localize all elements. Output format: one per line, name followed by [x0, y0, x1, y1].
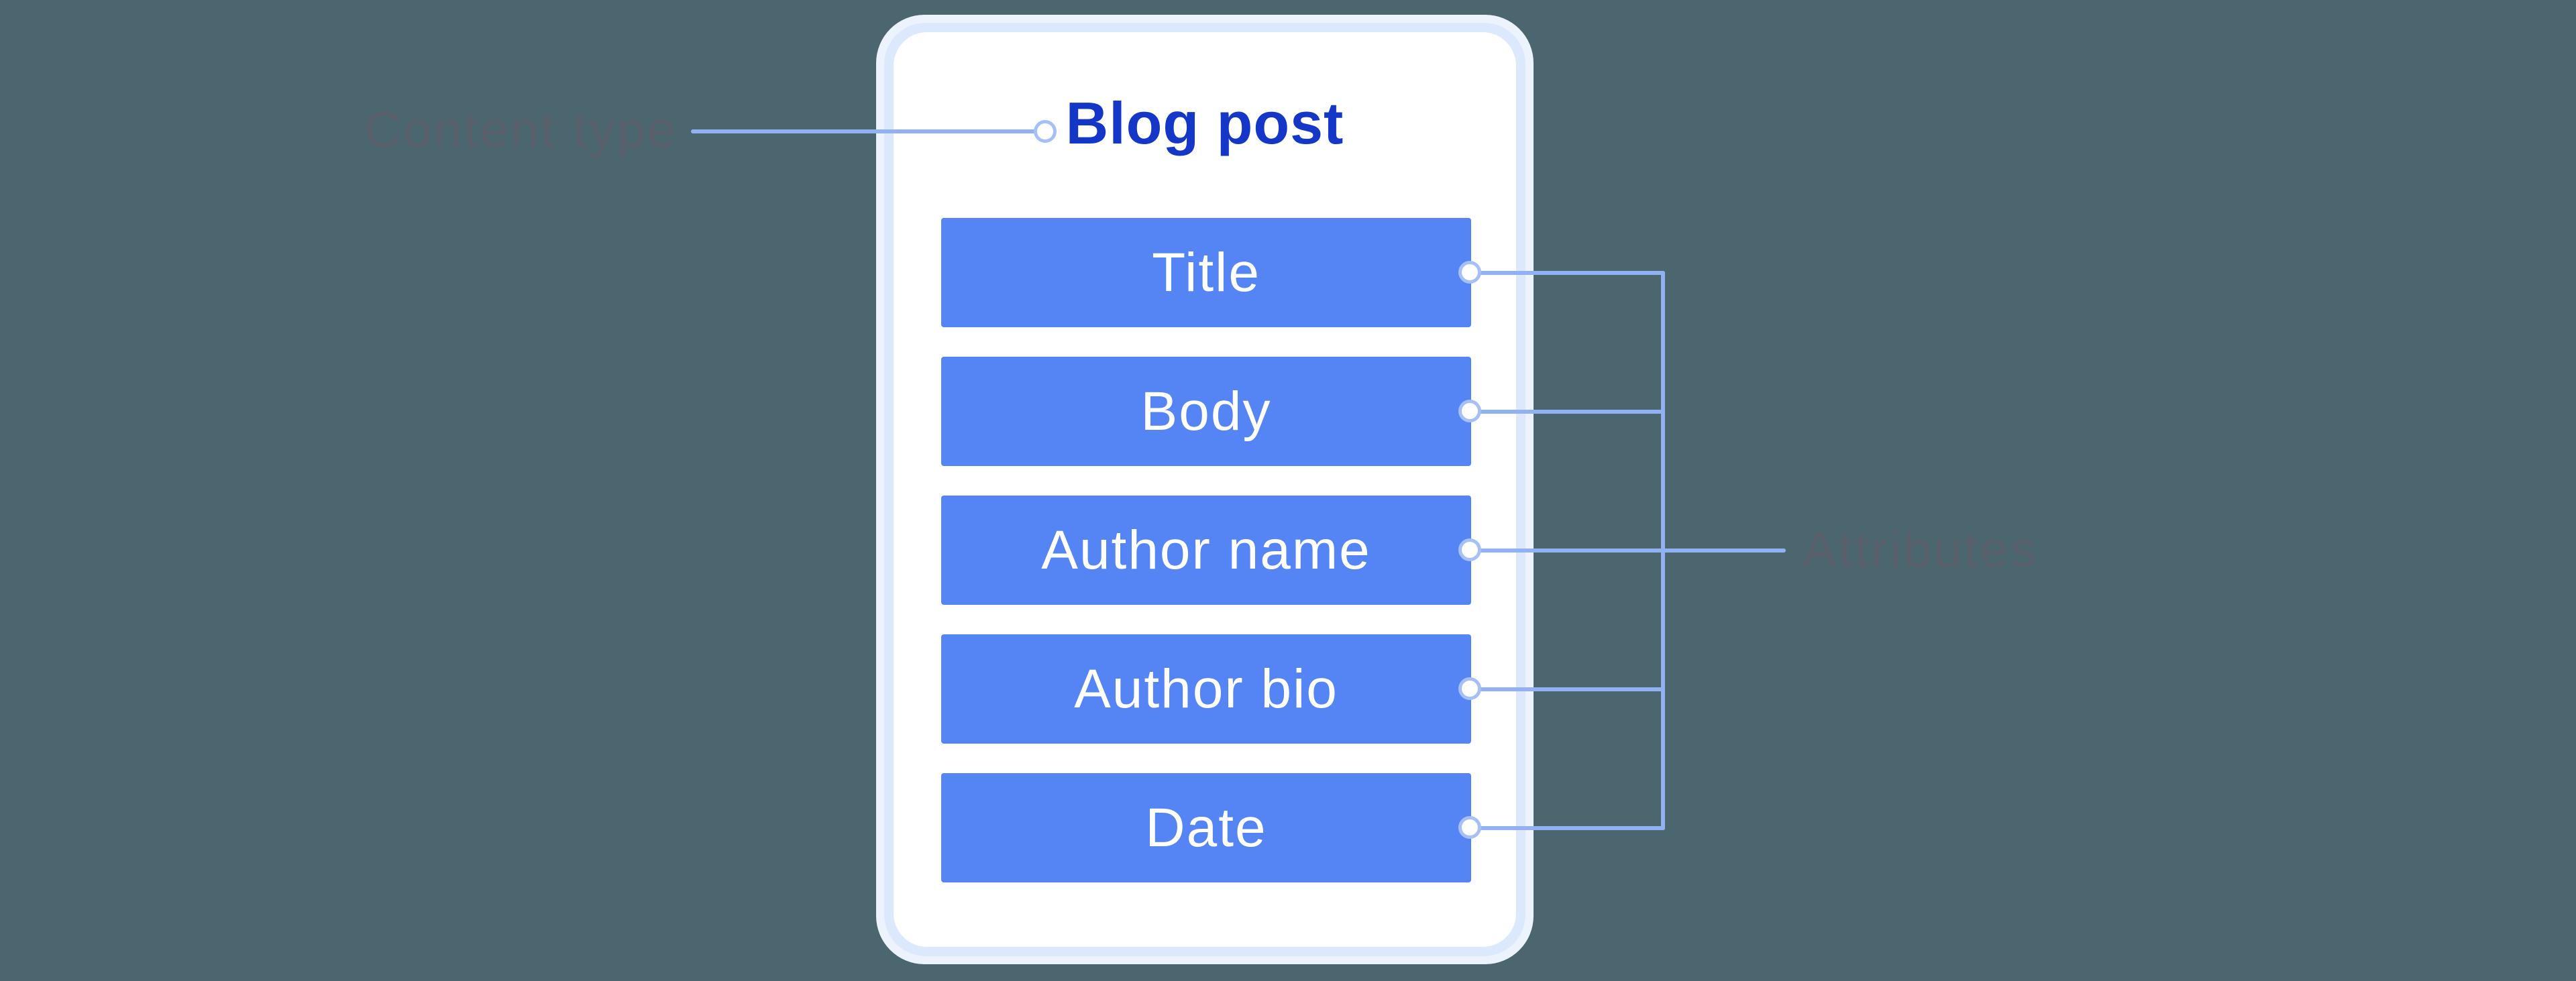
anchor-dot-icon [1458, 538, 1481, 561]
content-type-title: Blog post [1065, 90, 1344, 156]
attribute-connector-line [1470, 826, 1665, 830]
attribute-bar-body: Body [941, 357, 1471, 466]
attribute-bar-label: Date [1145, 797, 1267, 858]
attribute-connector-line [1470, 410, 1665, 414]
attribute-bar-label: Author bio [1074, 658, 1338, 719]
attributes-label: Attributes [1803, 521, 2039, 579]
blog-post-card [876, 15, 1534, 964]
attribute-bar-title: Title [941, 218, 1471, 327]
attribute-connector-line [1470, 549, 1786, 553]
attribute-bar-label: Body [1140, 380, 1272, 442]
content-type-label: Content type [364, 101, 678, 159]
attribute-bar-label: Title [1152, 241, 1260, 303]
title-anchor-ring-icon [1034, 120, 1057, 143]
anchor-dot-icon [1458, 677, 1481, 700]
attribute-bar-author-bio: Author bio [941, 634, 1471, 744]
content-type-connector-line [691, 129, 1036, 133]
attribute-bar-label: Author name [1041, 519, 1371, 581]
attribute-connector-line [1470, 687, 1665, 691]
attribute-connector-line [1470, 271, 1665, 275]
connector-bus-line [1661, 271, 1665, 830]
anchor-dot-icon [1458, 816, 1481, 839]
attribute-bar-date: Date [941, 773, 1471, 882]
attribute-bar-author-name: Author name [941, 496, 1471, 605]
anchor-dot-icon [1458, 400, 1481, 422]
anchor-dot-icon [1458, 261, 1481, 284]
